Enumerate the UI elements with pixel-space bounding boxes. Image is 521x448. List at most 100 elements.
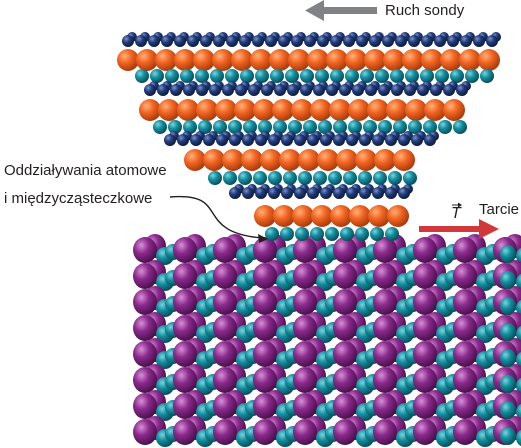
probe-atom: [378, 120, 392, 134]
probe-atom: [420, 69, 434, 83]
substrate-atom: [500, 323, 516, 341]
substrate-atom: [516, 429, 521, 447]
substrate-atom: [213, 341, 237, 367]
probe-atom: [370, 227, 384, 241]
substrate-atom: [453, 393, 477, 419]
substrate-atom: [500, 349, 516, 367]
probe-atom: [346, 187, 358, 199]
probe-atom: [215, 99, 237, 121]
probe-atom: [340, 227, 354, 241]
probe-atom: [212, 49, 234, 71]
probe-atom: [268, 187, 280, 199]
probe-atom: [398, 187, 410, 199]
callout-arrowhead: [258, 234, 268, 243]
probe-atom: [386, 99, 408, 121]
substrate-atom: [173, 367, 197, 393]
substrate-atom: [333, 367, 357, 393]
substrate-atom: [213, 419, 237, 445]
substrate-atom: [253, 315, 277, 341]
probe-atom: [318, 120, 332, 134]
substrate-atom: [133, 393, 157, 419]
probe-atom: [208, 171, 222, 185]
probe-atom: [174, 49, 196, 71]
probe-atom: [443, 84, 455, 96]
probe-atom: [279, 149, 301, 171]
probe-atom: [198, 120, 212, 134]
substrate-atom: [133, 289, 157, 315]
probe-atom: [158, 99, 180, 121]
probe-atom: [358, 171, 372, 185]
probe-atom: [234, 99, 256, 121]
substrate-atom: [516, 351, 521, 369]
probe-atom: [241, 149, 263, 171]
probe-atom: [273, 120, 287, 134]
probe-atom: [288, 120, 302, 134]
substrate-atom: [413, 341, 437, 367]
substrate-atom: [293, 237, 317, 263]
probe-atom: [333, 187, 345, 199]
probe-atom: [385, 227, 399, 241]
probe-atom: [372, 134, 384, 146]
substrate-atom: [293, 263, 317, 289]
probe-atom: [373, 171, 387, 185]
probe-atom: [405, 69, 419, 83]
probe-atom: [260, 149, 282, 171]
interaction-label-line2: i międzycząsteczkowe: [4, 190, 153, 207]
substrate-atom: [253, 393, 277, 419]
probe-atom: [300, 84, 312, 96]
substrate-atom: [293, 289, 317, 315]
probe-atom: [320, 134, 332, 146]
probe-atom: [117, 49, 139, 71]
substrate-atom: [293, 315, 317, 341]
probe-atom: [274, 84, 286, 96]
probe-atom: [157, 84, 169, 96]
probe-atom: [307, 49, 329, 71]
probe-atom: [255, 69, 269, 83]
probe-atom: [315, 69, 329, 83]
substrate-atom: [133, 315, 157, 341]
substrate-atom: [500, 245, 516, 263]
probe-atom: [456, 84, 468, 96]
probe-atom: [320, 187, 332, 199]
probe-atom: [254, 205, 276, 227]
friction-label: Tarcie: [479, 201, 520, 218]
substrate-atom: [500, 297, 516, 315]
probe-atom: [190, 134, 202, 146]
probe-atom: [343, 171, 357, 185]
probe-atom: [359, 134, 371, 146]
probe-atom: [294, 134, 306, 146]
probe-atom: [443, 99, 465, 121]
substrate-atom: [253, 419, 277, 445]
probe-atom: [421, 49, 443, 71]
substrate-atom: [333, 419, 357, 445]
substrate-atom: [293, 419, 317, 445]
substrate-atom: [293, 367, 317, 393]
probe-atom: [177, 99, 199, 121]
probe-atom: [298, 171, 312, 185]
probe-atom: [417, 84, 429, 96]
probe-atom: [278, 35, 290, 47]
substrate-atom: [173, 289, 197, 315]
probe-atom: [435, 69, 449, 83]
probe-atom: [478, 49, 500, 71]
probe-atom: [213, 35, 225, 47]
probe-atom: [270, 69, 284, 83]
probe-atom: [180, 69, 194, 83]
probe-atom: [372, 187, 384, 199]
probe-atom: [325, 227, 339, 241]
probe-atom: [183, 84, 195, 96]
substrate-atom: [500, 375, 516, 393]
probe-atom: [352, 84, 364, 96]
probe-atom: [287, 84, 299, 96]
probe-atom: [183, 120, 197, 134]
probe-atom: [240, 69, 254, 83]
substrate-atom: [453, 367, 477, 393]
substrate-atom: [516, 403, 521, 421]
probe-atom: [355, 227, 369, 241]
substrate-atom: [413, 419, 437, 445]
probe-atom: [168, 120, 182, 134]
substrate-atom: [500, 427, 516, 445]
probe-atom: [408, 120, 422, 134]
substrate-atom: [453, 315, 477, 341]
probe-atom: [345, 69, 359, 83]
